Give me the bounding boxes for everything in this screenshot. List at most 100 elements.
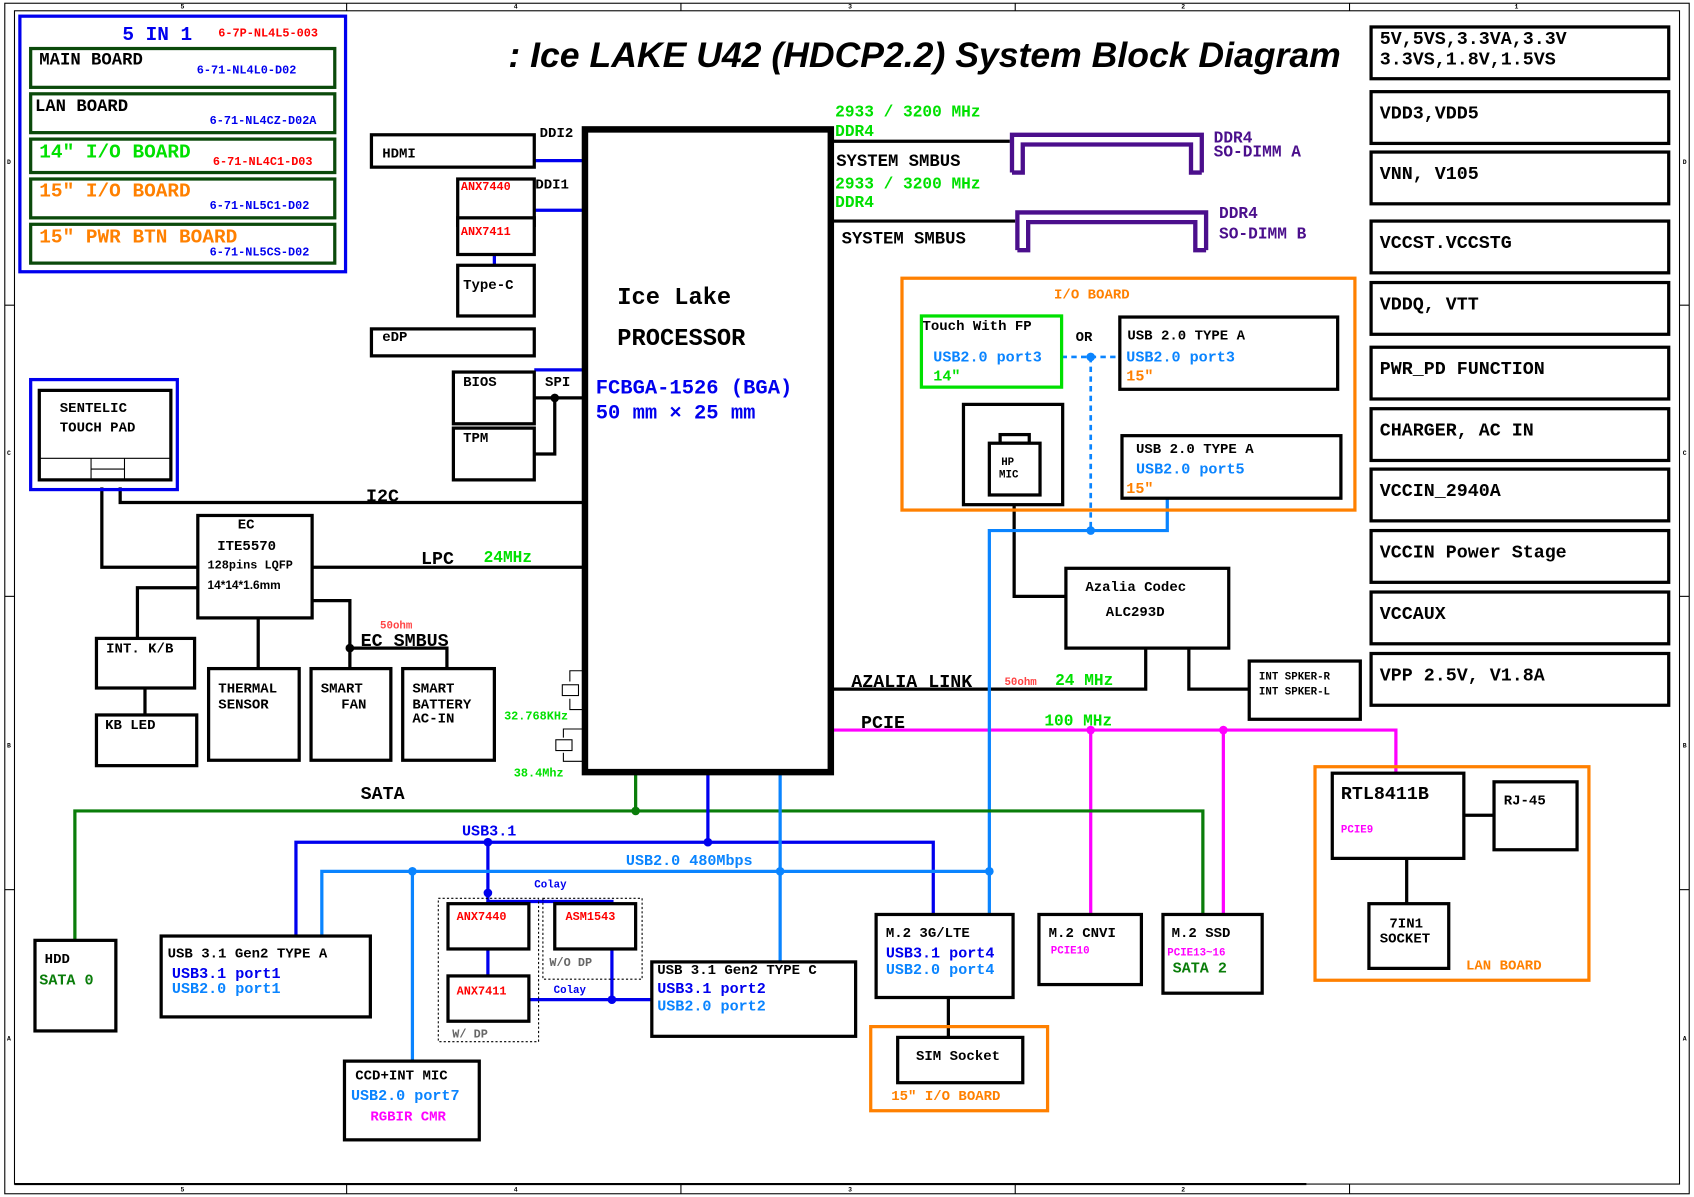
speaker-l-label: INT SPKER-L [1259, 686, 1330, 698]
sim-socket-label: SIM Socket [916, 1049, 1000, 1065]
edp-label: eDP [382, 330, 407, 346]
junction-dot [345, 643, 355, 653]
ec-package: 128pins LQFP [208, 558, 293, 572]
power-rail-box [1369, 345, 1671, 401]
sim-board: SIM Socket 15" I/O BOARD [869, 1024, 1050, 1113]
power-rail-label: VDD3,VDD5 [1380, 104, 1479, 125]
frame-row-label: C [1683, 450, 1687, 457]
anx7440-c-label: ANX7440 [457, 910, 507, 924]
ccd-block: CCD+INT MIC USB2.0 port7 RGBIR CMR [342, 1059, 481, 1142]
i2c-label: I2C [366, 486, 399, 507]
kb-led-label: KB LED [105, 718, 155, 734]
ddr-b-smbus: SYSTEM SMBUS [842, 231, 966, 250]
without-dp-group [542, 897, 643, 980]
frame-row-label: B [1683, 742, 1687, 749]
frame-row-label: B [7, 742, 11, 749]
bom-row-pn: 6-71-NL4CZ-D02A [210, 114, 318, 128]
edp-block: eDP [369, 327, 536, 358]
bom-header-pn: 6-7P-NL4L5-003 [218, 27, 318, 41]
spi-label: SPI [545, 375, 570, 391]
touchpad-label: SENTELIC [60, 401, 128, 417]
cpu-name2: PROCESSOR [617, 326, 746, 353]
anx7411-block: ANX7411 [456, 216, 536, 257]
thermal-label2: SENSOR [218, 697, 269, 713]
fan-label: SMART [321, 681, 363, 697]
usb-a2-port: USB2.0 port5 [1136, 460, 1245, 478]
tpm-label: TPM [463, 431, 488, 447]
frame-col-label: 3 [848, 4, 852, 11]
frame-col-label: 1 [1515, 4, 1519, 11]
or-label: OR [1076, 330, 1093, 346]
usb-typea-usb20: USB2.0 port1 [172, 980, 281, 998]
sim-board-label: 15" I/O BOARD [891, 1089, 1000, 1105]
power-rail-label: VCCIN Power Stage [1380, 543, 1567, 564]
hdd-block: HDD SATA 0 [33, 938, 118, 1033]
junction-dot [1219, 725, 1228, 735]
power-rail-box [1369, 467, 1671, 523]
usb-a1-label: USB 2.0 TYPE A [1127, 329, 1245, 345]
bios-block: BIOS [451, 370, 536, 426]
ccd-label: CCD+INT MIC [355, 1068, 448, 1084]
tpm-block: TPM [451, 426, 536, 482]
power-rail-box [1369, 590, 1671, 646]
junction-dot [1086, 725, 1096, 735]
frame-col-label: 4 [514, 1187, 518, 1194]
usb20-bus-line [320, 869, 990, 937]
frame-row-label: D [7, 159, 11, 166]
junction-dot [985, 867, 994, 876]
crystal-icon [555, 670, 584, 762]
wo-dp-label: W/O DP [549, 956, 592, 970]
ec-smbus-line [349, 646, 449, 669]
usb-a1-port: USB2.0 port3 [1126, 348, 1235, 366]
touchpad-ec-line [100, 487, 198, 569]
frame-col-label: 5 [181, 4, 185, 11]
touchpad-block: SENTELIC TOUCH PAD [29, 377, 179, 492]
usb2-io-line [987, 498, 1169, 915]
io-board-label: I/O BOARD [1054, 288, 1130, 304]
junction-dot [607, 995, 617, 1004]
colay-label: Colay [534, 880, 567, 892]
asm1543-label: ASM1543 [566, 910, 616, 924]
power-rail-box [1369, 90, 1671, 146]
xtal-clock: 38.4Mhz [514, 766, 564, 780]
kb-label: INT. K/B [106, 641, 174, 657]
touch-fp-label: Touch With FP [922, 319, 1031, 335]
colay-label2: Colay [554, 985, 587, 997]
frame-col-label: 4 [514, 4, 518, 11]
bom-row-label: 15" PWR BTN BOARD [39, 227, 237, 249]
azalia-link-label: AZALIA LINK [851, 672, 972, 693]
typec-label: Type-C [463, 278, 514, 294]
frame-col-label: 5 [181, 1187, 185, 1194]
anx7440-c-block: ANX7440 [446, 902, 531, 951]
kb-block: INT. K/B [94, 636, 197, 690]
tpm-line [534, 397, 557, 456]
ec-size: 14*14*1.6mm [208, 578, 281, 592]
lan-pcie-label: PCIE9 [1341, 825, 1373, 837]
cpu-size: 50 mm × 25 mm [596, 402, 756, 425]
codec-label: Azalia Codec [1085, 580, 1186, 596]
power-rail-label: VCCAUX [1380, 604, 1446, 625]
card-socket-label: 7IN1 [1389, 916, 1423, 932]
junction-dot [703, 837, 713, 847]
power-rail-label: VCCIN_2940A [1380, 481, 1501, 502]
usb-typea-title: USB 3.1 Gen2 TYPE A [168, 947, 328, 963]
dimm-a-slot [1009, 132, 1204, 173]
anx7411-c-label: ANX7411 [457, 984, 507, 998]
m2-lte-block: M.2 3G/LTE USB3.1 port4 USB2.0 port4 [874, 912, 1015, 1000]
ddr-b-type: DDR4 [835, 194, 874, 212]
asm1543-block: ASM1543 [553, 902, 638, 951]
battery-label2: BATTERY [412, 697, 471, 713]
ddr-a-type: DDR4 [835, 123, 874, 141]
pcie-line [829, 728, 1398, 773]
junction-dot [775, 867, 785, 876]
usb-a1-size: 15" [1126, 368, 1153, 386]
usb31-label: USB3.1 [462, 823, 516, 841]
junction-dot [483, 888, 493, 898]
power-rail-box [1369, 280, 1671, 336]
bom-row-pn: 6-71-NL5CS-D02 [210, 246, 310, 260]
azalia-link-line [829, 648, 1148, 691]
smart-fan-block: SMART FAN [309, 666, 393, 762]
usb-a2-label: USB 2.0 TYPE A [1136, 442, 1254, 458]
m2-ssd-sata: SATA 2 [1173, 960, 1227, 978]
smart-battery-block: SMART BATTERY AC-IN [401, 666, 496, 762]
